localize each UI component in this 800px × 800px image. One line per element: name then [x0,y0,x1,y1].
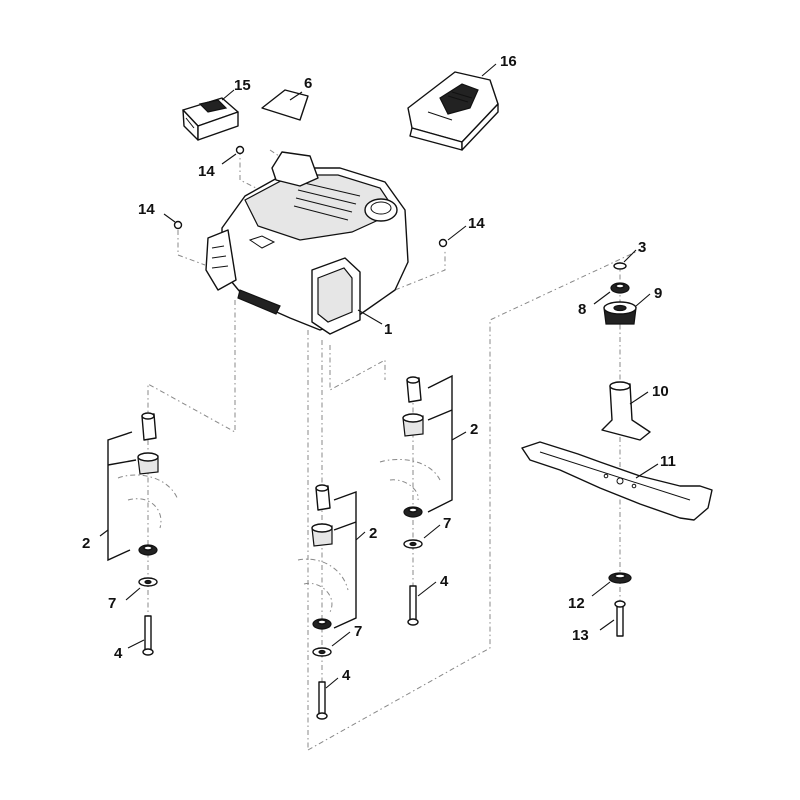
callout-2-left: 2 [82,535,90,552]
callout-labels: 1 2 2 2 3 4 4 4 6 7 7 7 8 9 10 11 12 13 … [82,53,676,684]
callout-10: 10 [652,383,669,400]
charger-icon [407,71,499,151]
engine-icon [205,151,409,335]
callout-15: 15 [234,77,251,94]
callout-12: 12 [568,595,585,612]
spacer-stack-left [137,412,159,656]
callout-3: 3 [638,239,646,256]
blade-bolt-hardware [608,572,632,637]
callout-1: 1 [384,321,392,338]
leader-lines [99,63,659,689]
callout-14-top: 14 [198,163,215,180]
callout-2-middle: 2 [369,525,377,542]
callout-9: 9 [654,285,662,302]
callout-4-left: 4 [114,645,123,662]
mower-blade-icon [521,441,713,521]
group-brackets [107,374,453,629]
nut-icon [173,145,448,248]
callout-7-left: 7 [108,595,116,612]
battery-pack-icon [182,97,239,141]
spacer-stack-middle [311,484,333,720]
callout-7-right: 7 [443,515,451,532]
callout-8: 8 [578,301,586,318]
callout-4-right: 4 [440,573,449,590]
air-filter-icon [261,89,309,121]
spacer-stack-right [402,376,424,626]
hub-hardware [603,262,637,325]
blade-adapter-icon [601,381,651,441]
callout-13: 13 [572,627,589,644]
callout-6: 6 [304,75,312,92]
callout-14-left: 14 [138,201,155,218]
callout-11: 11 [660,453,676,470]
callout-7-middle: 7 [354,623,362,640]
callout-2-right: 2 [470,421,478,438]
callout-16: 16 [500,53,517,70]
callout-14-right: 14 [468,215,485,232]
callout-4-middle: 4 [342,667,351,684]
deck-hints [117,459,441,613]
